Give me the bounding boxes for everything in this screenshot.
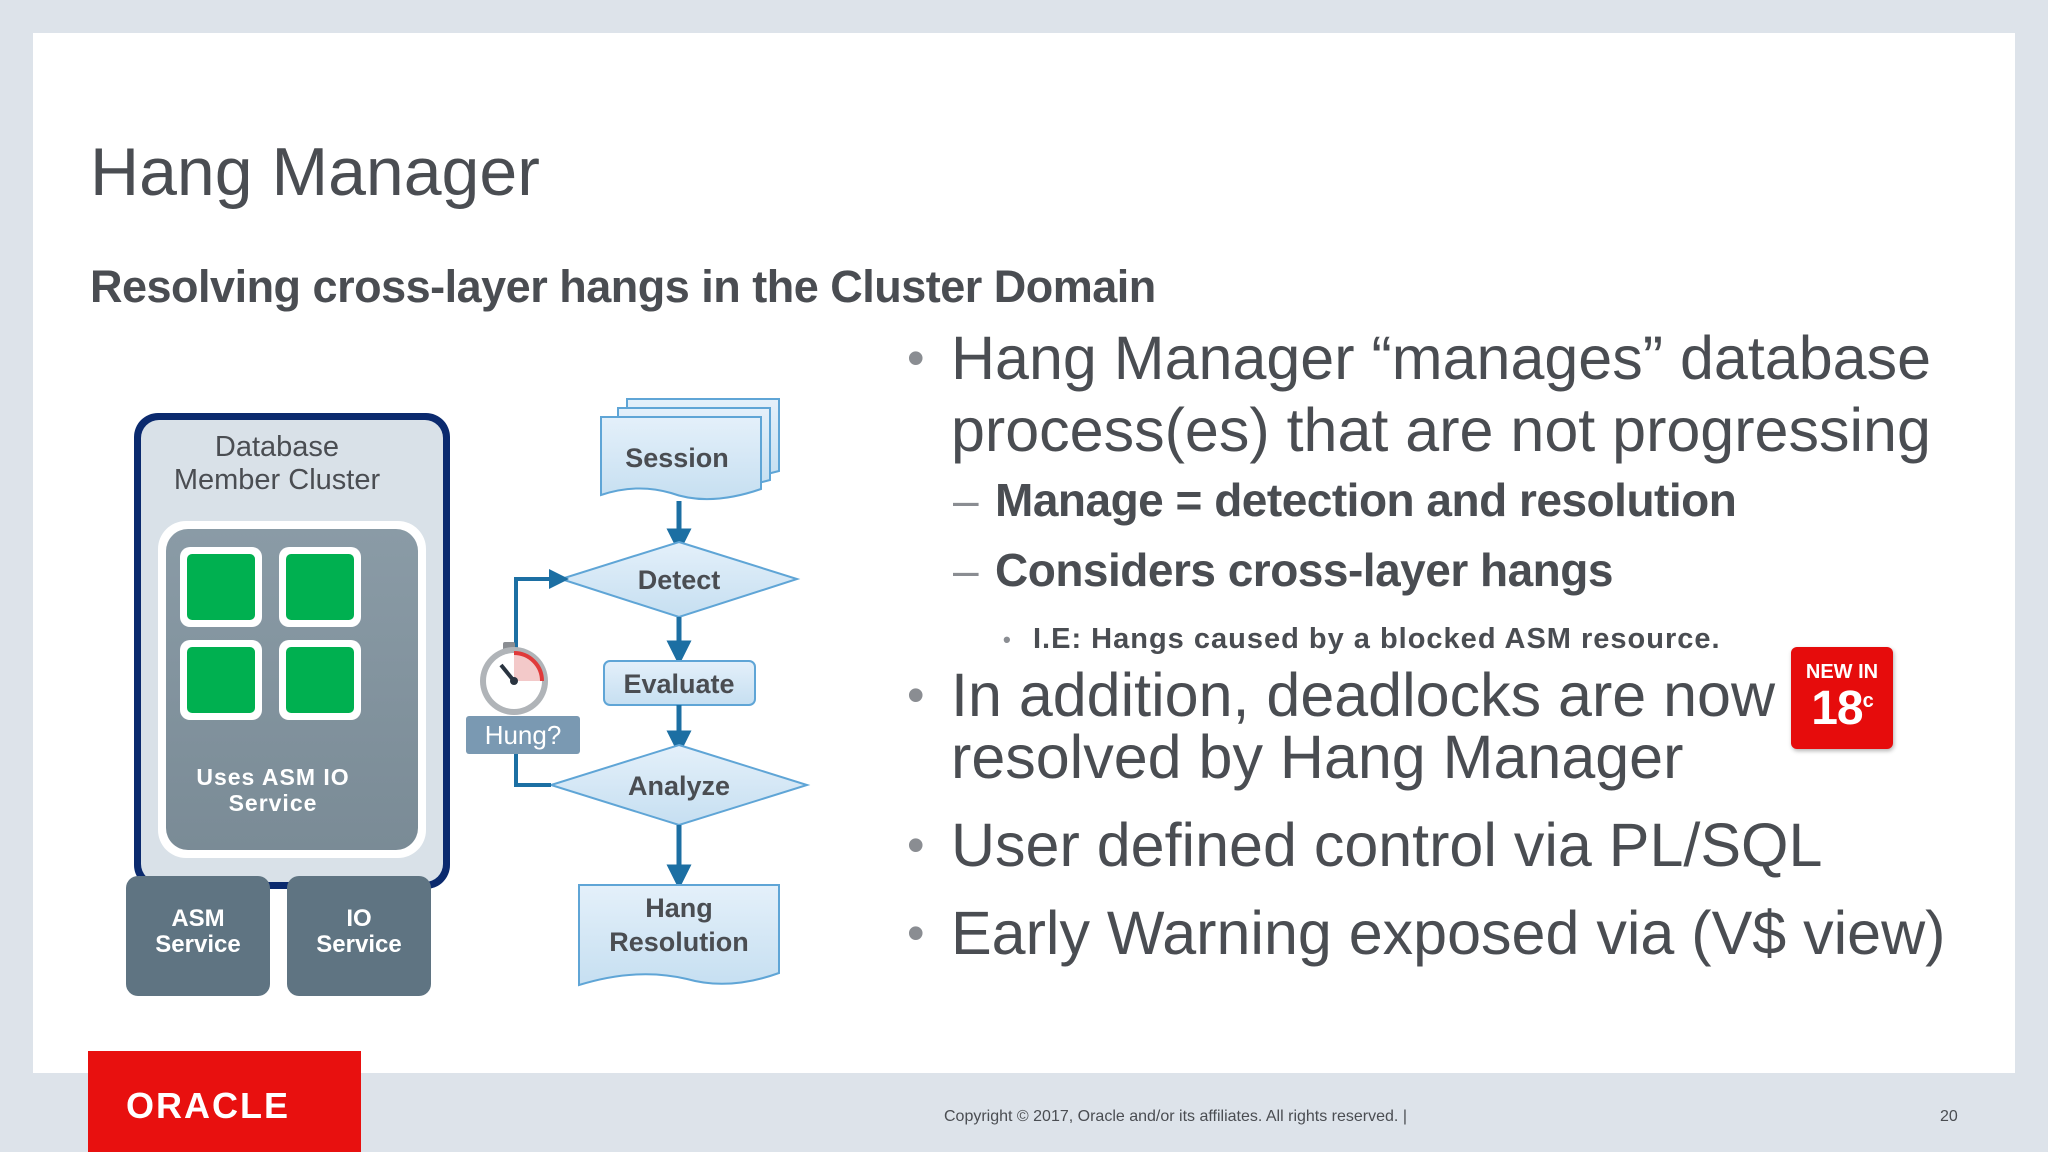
loop-arrow (514, 569, 569, 681)
badge-version-number: 18 (1811, 682, 1863, 735)
session-label: Session (625, 443, 729, 473)
bullet-4-text: Early Warning exposed via (V$ view) (951, 899, 1946, 967)
bullet-dash: – (953, 474, 979, 526)
bullet-2-line2: resolved by Hang Manager (951, 723, 1684, 791)
detect-label: Detect (638, 565, 721, 595)
copyright-text: Copyright © 2017, Oracle and/or its affi… (944, 1108, 1407, 1125)
io-service-box: IO Service (287, 876, 431, 996)
bullet-1: • Hang Manager “manages” database (907, 322, 1931, 394)
badge-line1: NEW IN (1805, 661, 1879, 683)
bullet-2: • In addition, deadlocks are now (907, 659, 1776, 731)
session-node: Session (600, 398, 780, 501)
asm-service-line1: ASM (171, 905, 224, 932)
sub-bullet-2: – Considers cross-layer hangs (953, 543, 1613, 597)
analyze-label: Analyze (628, 771, 730, 801)
db-node-icon (187, 647, 255, 713)
evaluate-node: Evaluate (603, 660, 756, 706)
cluster-title-line2: Member Cluster (174, 464, 381, 496)
bullet-1-line2: process(es) that are not progressing (951, 396, 1931, 464)
cluster-title-line1: Database (215, 431, 339, 463)
asm-service-box: ASM Service (126, 876, 270, 996)
bullet-dot: • (907, 667, 925, 723)
sub-sub-bullet: • I.E: Hangs caused by a blocked ASM res… (1003, 623, 1721, 656)
bullet-2-line1: In addition, deadlocks are now (951, 661, 1776, 729)
sub-sub-bullet-text: I.E: Hangs caused by a blocked ASM resou… (1033, 623, 1721, 655)
hung-label-box: Hung? (466, 716, 580, 754)
sub-bullet-1: – Manage = detection and resolution (953, 473, 1737, 527)
oracle-logo-text: ORACLE (126, 1085, 290, 1126)
bullet-1-line1: Hang Manager “manages” database (951, 324, 1931, 392)
db-node-icon (286, 554, 354, 620)
new-in-18c-badge: NEW IN 18c (1791, 647, 1893, 749)
bullet-2-continued: resolved by Hang Manager (951, 721, 1683, 793)
hang-manager-diagram: Database Member Cluster Uses ASM IO Serv… (126, 398, 811, 996)
resolution-label-line1: Hang (645, 893, 713, 923)
inner-label-line1: Uses ASM IO (196, 764, 349, 790)
badge-version-sup: c (1862, 690, 1874, 712)
badge-version: 18c (1791, 681, 1893, 736)
bullet-dot: • (907, 817, 925, 873)
database-member-cluster: Database Member Cluster Uses ASM IO Serv… (134, 413, 450, 889)
resolution-label-line2: Resolution (609, 927, 749, 957)
slide-canvas: Hang Manager Resolving cross-layer hangs… (33, 33, 2015, 1073)
inner-label-line2: Service (229, 790, 318, 816)
bullet-dot: • (907, 905, 925, 961)
hang-resolution-node: Hang Resolution (578, 884, 780, 987)
stopwatch-icon (480, 642, 548, 715)
asm-service-line2: Service (155, 931, 240, 958)
bullet-3: • User defined control via PL/SQL (907, 809, 1823, 881)
db-node-icon (187, 554, 255, 620)
page-title: Hang Manager (90, 134, 540, 210)
db-node-icon (286, 647, 354, 713)
bullet-4: • Early Warning exposed via (V$ view) (907, 897, 1946, 969)
page-subtitle: Resolving cross-layer hangs in the Clust… (90, 261, 1156, 312)
bullet-dot: • (907, 330, 925, 386)
io-service-line2: Service (316, 931, 401, 958)
hung-label: Hung? (485, 720, 562, 750)
sub-bullet-1-text: Manage = detection and resolution (995, 474, 1737, 526)
oracle-logo: ORACLE (88, 1051, 361, 1152)
page-number: 20 (1940, 1108, 1958, 1125)
evaluate-label: Evaluate (623, 669, 734, 699)
bullet-3-text: User defined control via PL/SQL (951, 811, 1823, 879)
sub-bullet-2-text: Considers cross-layer hangs (995, 544, 1613, 596)
bullet-1-continued: process(es) that are not progressing (951, 394, 1931, 466)
detect-node: Detect (557, 540, 801, 619)
bullet-dash: – (953, 544, 979, 596)
bullet-dot: • (1003, 627, 1012, 652)
io-service-line1: IO (346, 905, 371, 932)
analyze-node: Analyze (547, 743, 811, 827)
